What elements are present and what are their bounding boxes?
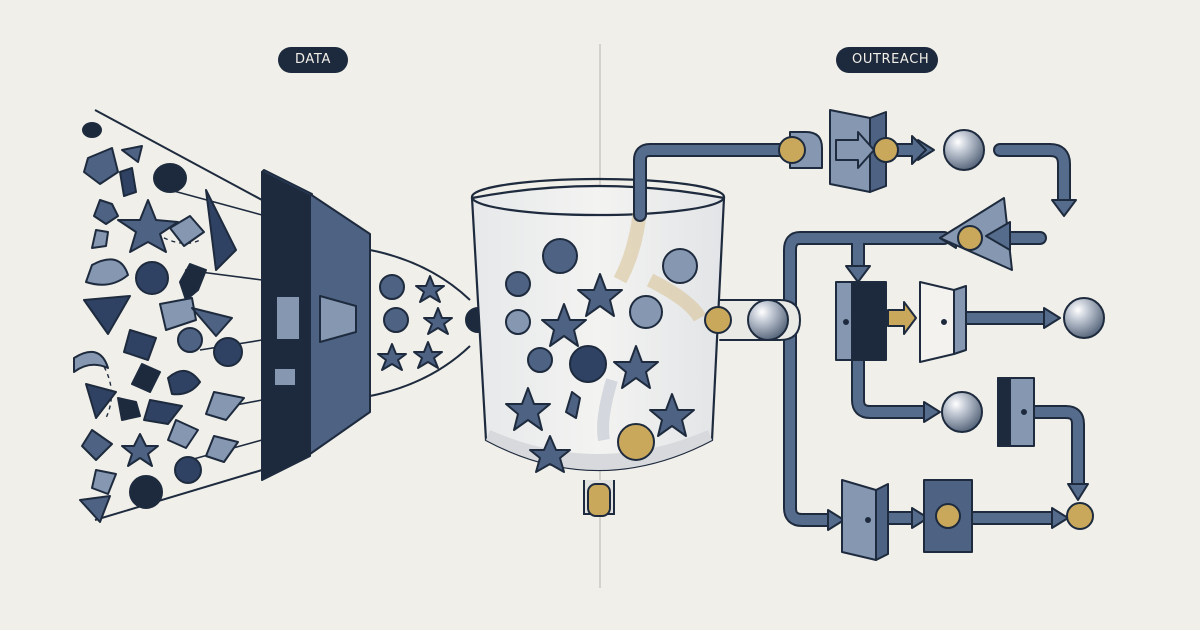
- connector-tube: [369, 249, 471, 397]
- sphere-icon: [747, 129, 1105, 433]
- prism-filter-icon: [261, 169, 371, 481]
- data-label: DATA: [278, 47, 348, 73]
- scattered-shapes-icon: [73, 109, 263, 523]
- glass-vessel-icon: [470, 177, 726, 517]
- sorted-shapes: [377, 274, 491, 371]
- door-icon: [789, 109, 1035, 561]
- outreach-label: OUTREACH: [836, 47, 938, 73]
- gold-node-icon: [704, 136, 1094, 530]
